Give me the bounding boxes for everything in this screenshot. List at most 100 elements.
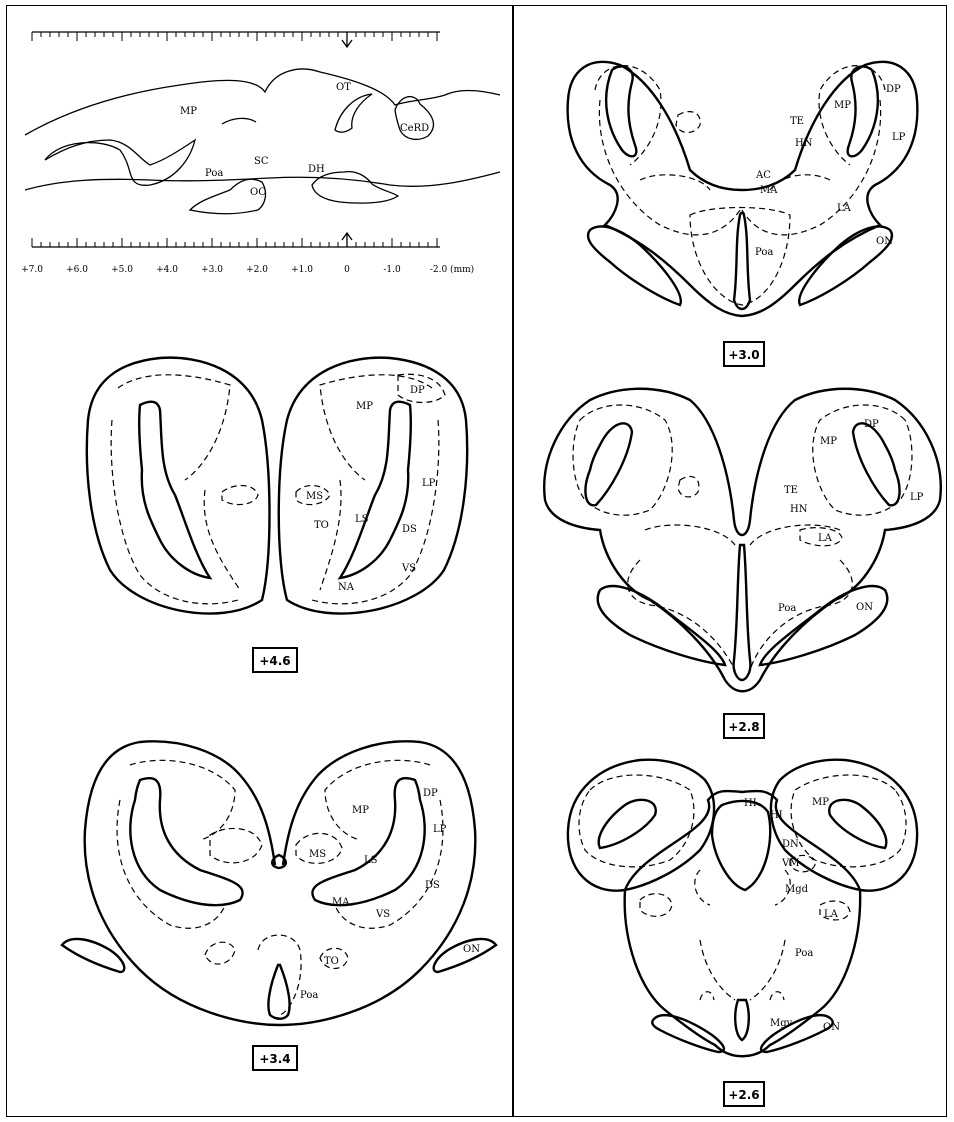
section-plus-3-0: DP MP TE HN LP AC MA LA ON Poa +3.0 (568, 62, 918, 366)
section-plus-2-6: HI MP HI DN VM Mgd LA Poa Mgv ON +2.6 (568, 760, 917, 1106)
scale-tick-label: +7.0 (21, 265, 43, 275)
sagittal-label: OC (250, 187, 266, 198)
section-coordinate: +4.6 (259, 654, 290, 668)
left-subregions (204, 486, 258, 590)
section-coordinate: +3.0 (728, 348, 759, 362)
sagittal-label: Poa (205, 168, 223, 179)
region-label: DP (410, 385, 425, 396)
left-ventricle (139, 402, 210, 578)
brain-outline (568, 62, 918, 316)
left-cortex-boundary (579, 775, 694, 867)
right-ventricle (829, 800, 886, 848)
region-label: Poa (778, 603, 796, 614)
section-plus-2-8: DP MP TE HN LP LA ON Poa +2.8 (544, 389, 941, 738)
left-optic-nerve (598, 586, 725, 665)
left-ventricle (585, 423, 632, 505)
region-label: HN (790, 504, 808, 515)
inner-boundaries (628, 476, 853, 670)
right-ventricle (848, 66, 878, 156)
scale-tick-label: -2.0 (mm) (430, 264, 474, 275)
brain-outline (544, 389, 941, 692)
region-label: Mgv (770, 1018, 793, 1029)
midline-canal (734, 213, 750, 309)
region-label: LA (837, 203, 852, 214)
left-optic-nerve (652, 1015, 724, 1052)
inner-boundaries (640, 855, 850, 1000)
sagittal-panel: MP OT Poa SC OC DH CeRD +7.0 +6.0 +5.0 +… (21, 32, 500, 275)
left-cortex-boundary (573, 405, 672, 515)
region-label: DN (782, 839, 799, 850)
top-ruler-ticks (32, 32, 437, 41)
scale-tick-label: -1.0 (383, 265, 401, 275)
region-label: DP (886, 84, 901, 95)
optic-tectum-outline (335, 94, 372, 132)
region-label: LS (364, 855, 378, 866)
left-optic-nerve (62, 939, 124, 972)
region-label: ON (856, 602, 873, 613)
region-label: Poa (755, 247, 773, 258)
region-label: NA (338, 582, 355, 593)
region-label: TE (784, 485, 798, 496)
left-ventricle (606, 66, 636, 156)
sagittal-label: DH (308, 164, 325, 175)
section-plus-4-6: MP DP LP MS TO LS DS VS NA +4.6 (87, 358, 467, 672)
left-cortex-boundary (111, 375, 238, 604)
right-cortex-boundary (791, 775, 906, 867)
bottom-ruler-arrow (342, 233, 352, 247)
region-label: Poa (795, 948, 813, 959)
region-label: VS (375, 909, 390, 920)
region-label: MP (356, 401, 373, 412)
region-label: LA (824, 909, 839, 920)
right-ventricle (312, 778, 424, 905)
region-label: MP (820, 436, 837, 447)
region-label: TO (314, 520, 329, 531)
region-label: LP (422, 478, 436, 489)
top-ruler-arrow (342, 32, 352, 47)
region-label: TO (324, 956, 339, 967)
right-optic-nerve (760, 586, 887, 665)
central-ventricle (712, 801, 770, 890)
scale-tick-label: +3.0 (201, 265, 223, 275)
region-label: TE (790, 116, 804, 127)
region-label: ON (463, 944, 480, 955)
bottom-ruler-ticks (32, 238, 437, 247)
section-coordinate: +2.6 (728, 1088, 759, 1102)
scale-tick-label: +2.0 (246, 265, 268, 275)
region-label: VS (401, 563, 416, 574)
region-label: VM (781, 858, 799, 869)
left-optic-nerve (588, 226, 681, 305)
region-label: LA (818, 533, 833, 544)
hypothalamus-outline (312, 172, 398, 203)
region-label: HN (795, 138, 813, 149)
sagittal-label: CeRD (400, 123, 429, 134)
right-ventricle (340, 402, 411, 578)
region-label: LP (892, 132, 906, 143)
region-label: MP (834, 100, 851, 111)
left-nuclei (205, 828, 262, 964)
region-label: LP (433, 824, 447, 835)
right-cortex-boundary (813, 405, 912, 515)
scale-tick-label: +5.0 (111, 265, 133, 275)
region-label: MS (309, 849, 326, 860)
region-label: MP (812, 797, 829, 808)
left-cortex-boundary (117, 760, 235, 928)
scale-tick-label: +4.0 (156, 265, 178, 275)
region-label: HI (770, 810, 783, 821)
region-label: ON (823, 1022, 840, 1033)
sagittal-ventricle (222, 118, 256, 124)
sagittal-label: SC (254, 156, 269, 167)
ventral-canal (268, 965, 289, 1019)
region-label: MS (306, 491, 323, 502)
region-label: DS (425, 880, 440, 891)
section-coordinate: +2.8 (728, 720, 759, 734)
section-plus-3-4: MP DP LP MS LS DS MA VS ON TO Poa +3.4 (62, 741, 496, 1070)
region-label: Mgd (785, 884, 809, 895)
scale-tick-label: 0 (344, 265, 350, 275)
region-label: DS (402, 524, 417, 535)
midline-canal (734, 545, 751, 680)
region-label: MP (352, 805, 369, 816)
region-label: DP (864, 419, 879, 430)
right-cortex-boundary (312, 375, 439, 604)
left-ventricle (130, 778, 242, 905)
